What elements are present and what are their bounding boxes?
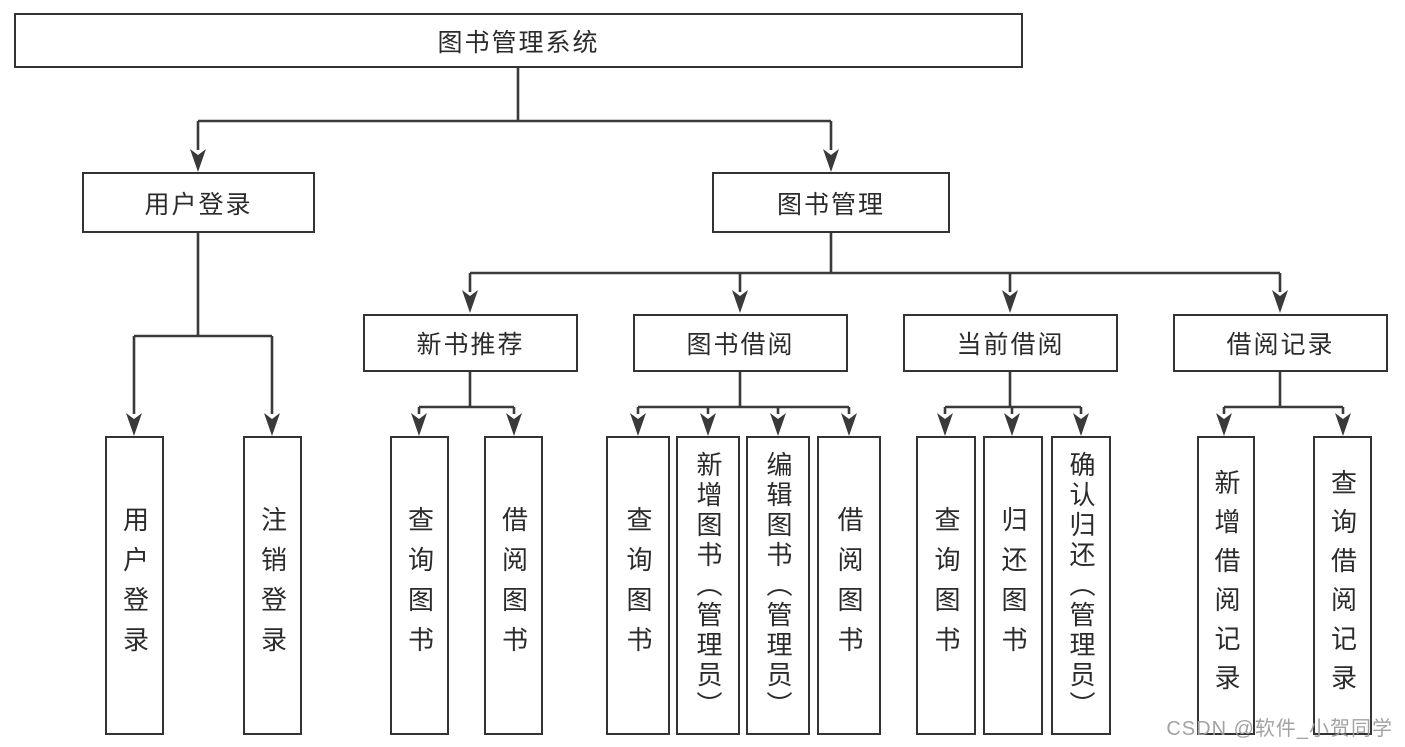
leaf-add-books-admin: 新增图书（管理员）: [676, 436, 740, 735]
leaf-confirm-return-admin: 确认归还（管理员）: [1051, 436, 1111, 735]
leaf-borrow-books-recommendation: 借阅图书: [484, 436, 543, 735]
connector-book-borrowing-to-children: [636, 372, 851, 414]
leaf-query-books-recommendation: 查询图书: [390, 436, 449, 735]
leaf-query-books-current: 查询图书: [916, 436, 976, 735]
leaf-borrow-books: 借阅图书: [817, 436, 881, 735]
connector-current-borrowing-to-children: [943, 372, 1083, 414]
leaf-logout: 注销登录: [243, 436, 302, 735]
leaf-add-borrow-record: 新增借阅记录: [1197, 436, 1255, 735]
node-root-library-management-system: 图书管理系统: [14, 13, 1023, 68]
leaf-query-borrow-record: 查询借阅记录: [1313, 436, 1372, 735]
connector-new-book-recommendation-to-children: [417, 372, 516, 414]
connector-borrowing-records-to-children: [1222, 372, 1345, 414]
node-user-login: 用户登录: [82, 172, 315, 233]
node-new-book-recommendation: 新书推荐: [363, 314, 578, 372]
arrowheads: [126, 149, 1351, 436]
node-current-borrowing: 当前借阅: [903, 314, 1118, 372]
node-borrowing-records: 借阅记录: [1173, 314, 1388, 372]
leaf-edit-books-admin: 编辑图书（管理员）: [746, 436, 810, 735]
leaf-user-login: 用户登录: [105, 436, 164, 735]
connector-book-management-to-level3: [468, 233, 1282, 292]
node-book-management: 图书管理: [712, 172, 950, 233]
leaf-query-books-borrowing: 查询图书: [606, 436, 670, 735]
leaf-return-books: 归还图书: [983, 436, 1043, 735]
connector-root-to-level2: [196, 68, 833, 150]
node-book-borrowing: 图书借阅: [633, 314, 848, 372]
connector-user-login-to-children: [132, 233, 274, 414]
